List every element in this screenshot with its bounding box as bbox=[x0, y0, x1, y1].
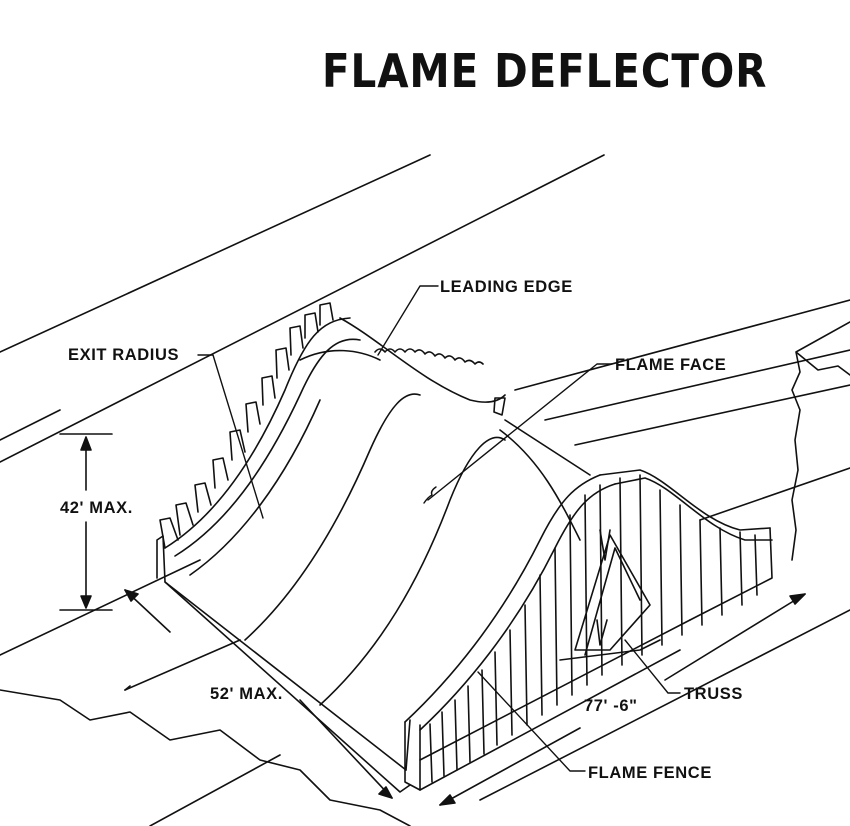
truss bbox=[559, 529, 661, 661]
deflector-body bbox=[156, 317, 591, 793]
leading-edge-scallops bbox=[374, 348, 506, 416]
exit-radius-label: EXIT RADIUS bbox=[68, 346, 180, 364]
break-edge bbox=[0, 689, 411, 826]
exit-radius-ribs bbox=[159, 302, 334, 549]
page-title: FLAME DEFLECTOR bbox=[322, 44, 768, 98]
flame-fence bbox=[404, 469, 773, 791]
flame-face-label: FLAME FACE bbox=[615, 356, 727, 374]
leading-edge-label: LEADING EDGE bbox=[440, 278, 573, 296]
dimension-lines bbox=[59, 433, 806, 806]
trench-lines bbox=[0, 154, 850, 826]
width-dimension-label: 52' MAX. bbox=[210, 685, 283, 703]
height-dimension-label: 42' MAX. bbox=[60, 499, 133, 517]
flame-fence-label: FLAME FENCE bbox=[588, 764, 712, 782]
leader-lines bbox=[197, 285, 681, 772]
wall-edge bbox=[791, 321, 850, 561]
length-dimension-label: 77' -6" bbox=[584, 697, 638, 715]
truss-label: TRUSS bbox=[684, 685, 743, 703]
